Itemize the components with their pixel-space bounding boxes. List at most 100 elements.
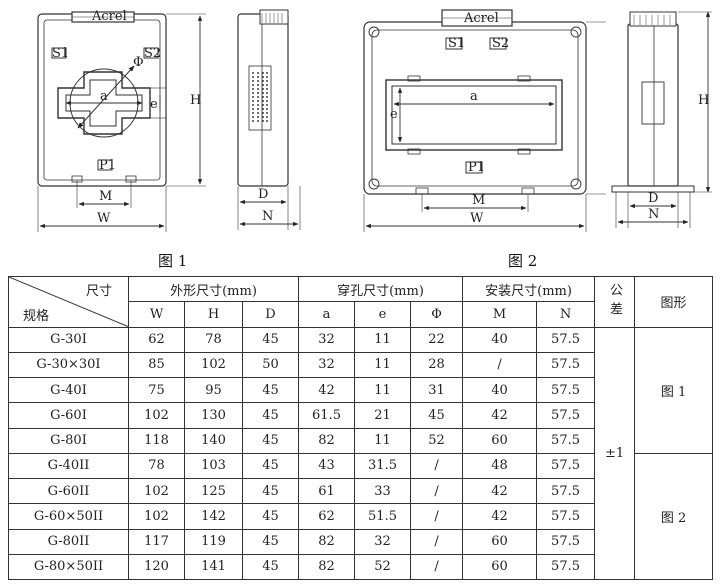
- fig1-w-label: W: [97, 211, 111, 226]
- header-corner-model: 规格: [23, 308, 50, 324]
- m-cell: 60: [462, 553, 538, 581]
- fig2-m-label: M: [472, 193, 485, 208]
- model-cell: G-80×50II: [8, 553, 129, 581]
- col-h: H: [184, 301, 243, 328]
- h-cell: 103: [184, 452, 243, 480]
- a-cell: 82: [298, 528, 356, 555]
- phi-cell: /: [410, 528, 464, 555]
- h-cell: 140: [184, 427, 243, 454]
- fig1-h-label: H: [190, 93, 201, 108]
- e-cell: 11: [354, 427, 412, 454]
- n-cell: 57.5: [536, 326, 596, 353]
- phi-cell: /: [410, 477, 464, 505]
- n-cell: 57.5: [536, 402, 596, 429]
- tolerance-cell: ±1: [594, 326, 636, 580]
- m-cell: 60: [462, 427, 538, 454]
- e-cell: 11: [354, 351, 412, 379]
- h-cell: 130: [184, 402, 243, 429]
- h-cell: 78: [184, 326, 243, 353]
- table-row: G-30I 62 78 45 32 11 22 40 57.5 ±1 图 1: [8, 326, 714, 580]
- model-cell: G-60I: [8, 402, 129, 429]
- a-cell: 32: [298, 351, 356, 379]
- fig1-side-view: [237, 9, 301, 230]
- m-cell: 42: [462, 503, 538, 530]
- col-m: M: [462, 301, 538, 328]
- h-cell: 125: [184, 477, 243, 505]
- d-cell: 45: [241, 477, 300, 505]
- table-row: G-80I 118 140 45 82 11 52 60 57.5: [8, 427, 713, 454]
- fig2-e-label: e: [390, 107, 398, 122]
- fig2-w-label: W: [470, 211, 484, 226]
- header-corner-cell: 尺寸 规格: [8, 276, 129, 328]
- n-cell: 57.5: [536, 553, 596, 581]
- phi-cell: 31: [410, 376, 464, 404]
- e-cell: 33: [354, 477, 412, 505]
- fig1-n-label: N: [262, 209, 273, 224]
- d-cell: 45: [241, 427, 300, 454]
- e-cell: 52: [354, 553, 412, 581]
- e-cell: 21: [354, 402, 412, 429]
- m-cell: 48: [462, 452, 538, 480]
- w-cell: 102: [128, 503, 185, 530]
- h-cell: 141: [184, 553, 243, 581]
- w-cell: 75: [128, 376, 185, 404]
- col-phi: Φ: [410, 301, 464, 328]
- fig2-s2-label: S2: [492, 36, 509, 51]
- w-cell: 62: [128, 326, 185, 353]
- fig1-e-label: e: [150, 97, 158, 112]
- h-cell: 142: [184, 503, 243, 530]
- fig1-front-view: [37, 11, 206, 232]
- fig2-n-label: N: [648, 207, 659, 222]
- m-cell: /: [462, 351, 538, 379]
- phi-cell: 52: [410, 427, 464, 454]
- w-cell: 118: [128, 427, 185, 454]
- phi-cell: /: [410, 452, 464, 480]
- model-cell: G-80II: [8, 528, 129, 555]
- phi-cell: /: [410, 553, 464, 581]
- d-cell: 45: [241, 326, 300, 353]
- n-cell: 57.5: [536, 528, 596, 555]
- fig1-a-label: a: [100, 89, 108, 104]
- table-row: G-60×50II 102 142 45 62 51.5 / 42 57.5: [8, 503, 713, 530]
- m-cell: 42: [462, 477, 538, 505]
- figure-group-2-cell: 图 2: [634, 452, 714, 581]
- dimension-drawings: S1 S2 P1 Acrel a e Φ H M W D N: [37, 9, 712, 232]
- figure-group-1-cell: 图 1: [634, 326, 714, 454]
- header-hole-dims: 穿孔尺寸(mm): [298, 275, 464, 303]
- e-cell: 51.5: [354, 503, 412, 530]
- w-cell: 85: [128, 351, 185, 379]
- a-cell: 32: [298, 326, 356, 353]
- fig2-p1-label: P1: [468, 160, 485, 175]
- a-cell: 61.5: [298, 402, 356, 429]
- table-row: G-40I 75 95 45 42 11 31 40 57.5: [8, 376, 713, 404]
- fig1-s2-label: S2: [144, 46, 161, 61]
- m-cell: 60: [462, 528, 538, 555]
- phi-cell: 28: [410, 351, 464, 379]
- d-cell: 45: [241, 553, 300, 581]
- model-cell: G-40II: [8, 452, 129, 480]
- table-row: G-80II 117 119 45 82 32 / 60 57.5: [8, 528, 713, 555]
- d-cell: 45: [241, 452, 300, 480]
- header-mount-dims: 安装尺寸(mm): [462, 275, 596, 303]
- w-cell: 120: [128, 553, 185, 581]
- h-cell: 119: [184, 528, 243, 555]
- fig1-p1-label: P1: [99, 158, 116, 173]
- n-cell: 57.5: [536, 427, 596, 454]
- n-cell: 57.5: [536, 477, 596, 505]
- fig2-d-label: D: [648, 191, 658, 206]
- d-cell: 45: [241, 528, 300, 555]
- fig1-phi-label: Φ: [133, 55, 144, 70]
- a-cell: 62: [298, 503, 356, 530]
- e-cell: 31.5: [354, 452, 412, 480]
- table-header-row-1: 尺寸 规格 外形尺寸(mm) 穿孔尺寸(mm) 安装尺寸(mm) 公差 图形: [8, 275, 714, 328]
- h-cell: 102: [184, 351, 243, 379]
- fig1-brand-label: Acrel: [91, 9, 127, 24]
- fig2-h-label: H: [698, 93, 709, 108]
- n-cell: 57.5: [536, 376, 596, 404]
- header-corner-size: 尺寸: [85, 284, 112, 299]
- fig2-brand-label: Acrel: [463, 11, 499, 26]
- col-w: W: [128, 301, 185, 328]
- d-cell: 45: [241, 503, 300, 530]
- header-figure: 图形: [634, 276, 714, 328]
- a-cell: 42: [298, 376, 356, 404]
